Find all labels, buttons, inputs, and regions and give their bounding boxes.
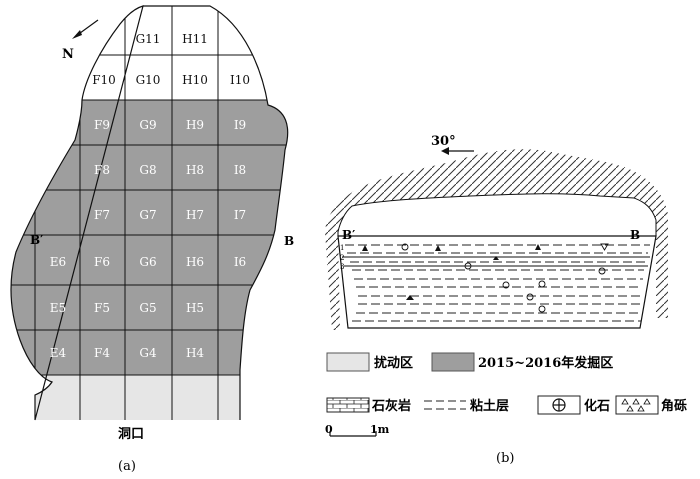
legend-swatch-excavated xyxy=(431,352,475,372)
layer-label-2: 2 xyxy=(340,254,344,262)
cell-G6: G6 xyxy=(139,255,156,269)
cell-F10: F10 xyxy=(92,73,116,87)
north-arrow-icon xyxy=(72,19,99,39)
dip-angle-label: 30° xyxy=(431,134,456,149)
scale-zero-label: 0 xyxy=(325,423,333,436)
cell-H8: H8 xyxy=(186,163,204,177)
cell-F6: F6 xyxy=(94,255,110,269)
section-label-b-prime: B′ xyxy=(30,233,43,247)
cell-F5: F5 xyxy=(94,301,110,315)
cell-F7: F7 xyxy=(94,208,110,222)
cell-H4: H4 xyxy=(186,346,204,360)
cell-I8: I8 xyxy=(234,163,246,177)
dip-direction-arrow-icon xyxy=(441,147,474,155)
panel-a-map: G11 H11 F10 G10 H10 I10 F9 G9 H9 I9 F8 G… xyxy=(10,5,294,474)
legend-label-clay: 粘土层 xyxy=(469,398,509,414)
legend-swatch-disturbed xyxy=(326,352,370,372)
legend-swatch-breccia-icon xyxy=(615,395,659,415)
layer-label-3: 3 xyxy=(340,263,344,271)
cell-E4: E4 xyxy=(50,346,67,360)
cell-I9: I9 xyxy=(234,118,246,132)
layer-label-1: 1 xyxy=(340,244,344,252)
cell-H6: H6 xyxy=(186,255,204,269)
cell-G11: G11 xyxy=(136,32,161,46)
clay-layer-block xyxy=(337,235,657,329)
cell-H11: H11 xyxy=(182,32,208,46)
cell-H10: H10 xyxy=(182,73,208,87)
scale-bar xyxy=(329,431,377,437)
scale-end-label: 1m xyxy=(370,423,390,436)
north-label: N xyxy=(62,47,74,62)
cell-E5: E5 xyxy=(50,301,66,315)
cell-E6: E6 xyxy=(50,255,66,269)
cell-G9: G9 xyxy=(139,118,156,132)
cell-F4: F4 xyxy=(94,346,110,360)
legend-label-fossil: 化石 xyxy=(584,398,610,414)
legend-label-limestone: 石灰岩 xyxy=(371,398,411,414)
cell-I10: I10 xyxy=(230,73,250,87)
cell-G10: G10 xyxy=(136,73,161,87)
cell-I6: I6 xyxy=(234,255,246,269)
excavated-area xyxy=(11,100,288,375)
cell-G8: G8 xyxy=(139,163,156,177)
cell-F9: F9 xyxy=(94,118,110,132)
panel-b-caption: (b) xyxy=(496,451,514,466)
section-b-label: B xyxy=(630,228,640,242)
cave-entrance-label: 洞口 xyxy=(118,427,144,442)
legend: 扰动区 2015~2016年发掘区 石灰岩 粘土层 化石 角砾 xyxy=(325,352,687,437)
cell-I7: I7 xyxy=(234,208,246,222)
cell-H7: H7 xyxy=(186,208,204,222)
cell-G4: G4 xyxy=(139,346,157,360)
panel-b-section: 1 2 3 B′ B 30° (b) xyxy=(325,134,668,466)
legend-swatch-clay xyxy=(424,400,466,410)
section-b-prime-label: B′ xyxy=(342,228,355,242)
legend-label-disturbed: 扰动区 xyxy=(374,355,413,371)
legend-label-breccia: 角砾 xyxy=(661,398,687,414)
cell-H9: H9 xyxy=(186,118,204,132)
legend-label-excavated: 2015~2016年发掘区 xyxy=(478,355,613,371)
legend-swatch-limestone xyxy=(326,397,370,413)
cell-G7: G7 xyxy=(139,208,156,222)
cell-G5: G5 xyxy=(139,301,156,315)
panel-a-caption: (a) xyxy=(118,459,136,474)
cave-outline xyxy=(10,5,289,421)
cell-F8: F8 xyxy=(94,163,110,177)
section-label-b: B xyxy=(284,234,294,248)
legend-swatch-fossil-icon xyxy=(537,395,581,415)
cell-H5: H5 xyxy=(186,301,204,315)
